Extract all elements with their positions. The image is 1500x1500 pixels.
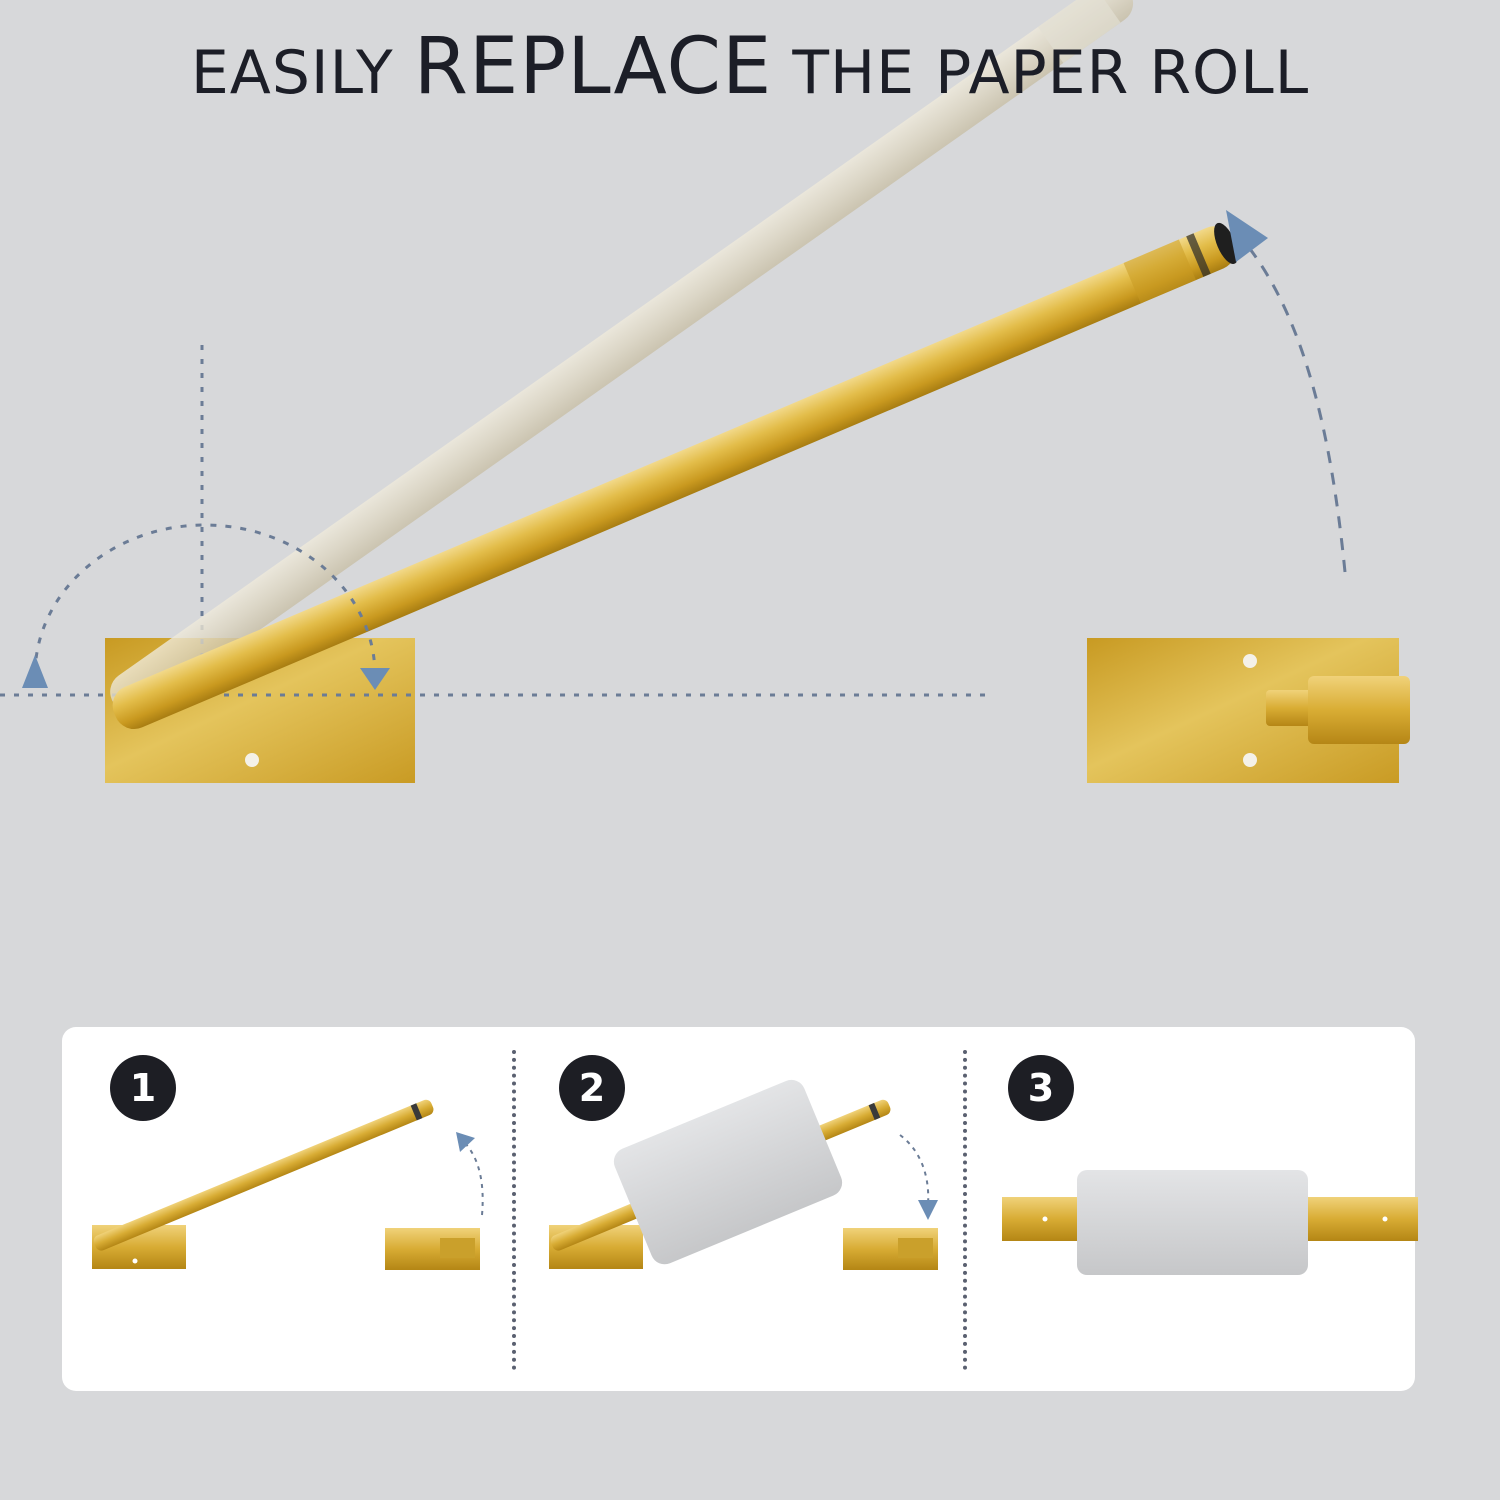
step-1-illustration <box>92 1099 484 1270</box>
arc-arrowhead-right <box>360 668 390 690</box>
step-2-number: 2 <box>578 1066 606 1110</box>
title-pre: EASILY <box>190 38 414 108</box>
right-receiver-post <box>1308 676 1410 744</box>
step-2-badge: 2 <box>559 1055 625 1121</box>
step-2-illustration <box>549 1079 938 1270</box>
step-divider-2 <box>963 1050 967 1370</box>
left-plate-screw-hole <box>245 753 259 767</box>
arc-arrowhead-left <box>22 655 48 688</box>
step-1-badge: 1 <box>110 1055 176 1121</box>
right-plate-screw-hole-top <box>1243 654 1257 668</box>
step-3-badge: 3 <box>1008 1055 1074 1121</box>
title-emphasis: REPLACE <box>413 22 773 112</box>
page-title: EASILY REPLACE THE PAPER ROLL <box>0 22 1500 112</box>
right-plate-screw-hole-bottom <box>1243 753 1257 767</box>
raised-arm-ghost <box>110 0 1134 716</box>
step-3-illustration <box>1002 1170 1418 1275</box>
step-1-number: 1 <box>129 1066 157 1110</box>
swing-arm-rod <box>112 222 1238 730</box>
steps-illustrations <box>92 1079 1418 1275</box>
main-diagram <box>0 0 1410 783</box>
step-3-number: 3 <box>1027 1066 1055 1110</box>
title-post: THE PAPER ROLL <box>772 38 1310 108</box>
lift-arc-right <box>1241 239 1347 573</box>
lift-arrowhead <box>1226 210 1268 262</box>
right-receiver-stub <box>1266 690 1316 726</box>
step-divider-1 <box>512 1050 516 1370</box>
